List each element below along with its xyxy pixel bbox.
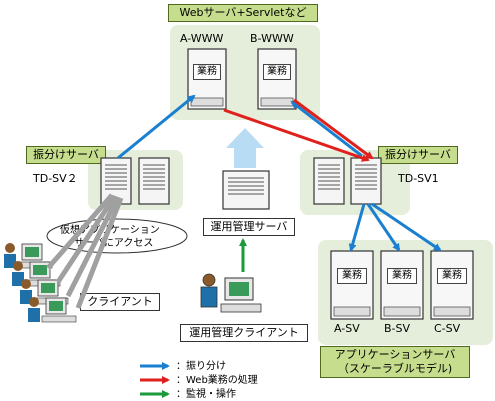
app-group-title: アプリケーションサーバ （スケーラブルモデル) [320,346,470,378]
web-server-a-name: A-WWW [180,32,224,45]
app-server-c-biz: 業務 [437,268,467,284]
app-server-a [330,250,374,320]
server-tower-icon [222,170,270,210]
legend-label-0: ：振り分け [176,361,226,372]
app-server-b-biz: 業務 [387,268,417,284]
mgmt-up-arrow [226,128,264,168]
web-server-b-biz: 業務 [263,64,291,80]
blue-arrow-a [117,94,196,160]
management-server [222,170,270,210]
server-tower-icon [330,250,374,320]
lb-left-name: TD-SV２ [33,172,78,185]
lb-right-title: 振分けサーバ [378,146,458,164]
blue-arrow-b [290,100,363,158]
legend-label-1: ：Web業務の処理 [176,375,258,386]
client-workstation-icon [4,243,77,323]
management-client-pc [195,270,265,322]
operator-workstation-icon [200,273,262,313]
server-tower-icon [430,250,474,320]
server-tower-icon [380,250,424,320]
lb-left-server-2 [138,157,170,205]
client-gray-arrows [46,193,124,309]
web-server-a-biz: 業務 [193,64,221,80]
lb-right-name: TD-SV1 [398,172,439,185]
app-server-b-name: B-SV [384,322,411,335]
clients-label: クライアント [80,293,160,311]
web-group-title: Webサーバ+Servletなど [168,4,318,22]
server-tower-icon [138,157,170,205]
lb-left-title: 振分けサーバ [26,146,106,164]
app-server-a-name: A-SV [334,322,360,335]
lb-right-server-2 [350,157,382,205]
legend-label-2: ：監視・操作 [176,389,236,400]
blue-arrow-app-b [366,203,401,252]
callout-line2: サーバにアクセス [74,238,154,249]
blue-arrow-app-a [348,203,366,252]
lb-right-server-1 [313,157,345,205]
app-server-c [430,250,474,320]
app-group-title-line2: （スケーラブルモデル) [337,362,453,375]
management-server-label: 運用管理サーバ [203,218,295,236]
red-arrow-b [293,98,374,160]
red-arrow-a [223,108,370,162]
app-server-a-biz: 業務 [337,268,367,284]
server-tower-icon [350,157,382,205]
blue-arrow-app-c [371,202,442,252]
client-workstations [0,238,110,328]
app-server-b [380,250,424,320]
web-server-b-name: B-WWW [250,32,294,45]
server-tower-icon [313,157,345,205]
app-server-c-name: C-SV [434,322,461,335]
app-group-title-line1: アプリケーションサーバ [334,348,456,361]
management-client-label: 運用管理クライアント [180,324,308,342]
